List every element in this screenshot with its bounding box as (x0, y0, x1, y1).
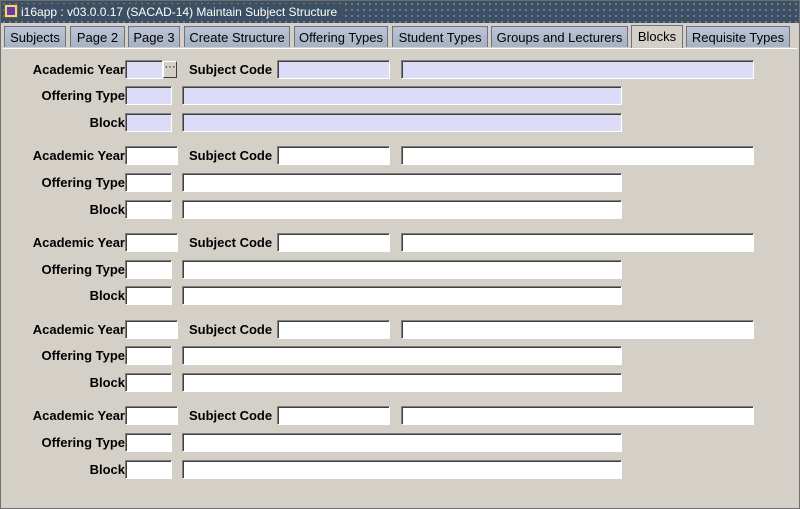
block-label: Block (89, 375, 125, 390)
academic-year-label: Academic Year (32, 408, 125, 423)
subject-name-field[interactable] (401, 146, 754, 165)
block-input[interactable] (125, 286, 172, 305)
subject-code-input[interactable] (277, 406, 390, 425)
title-bar[interactable]: i16app : v03.0.0.17 (SACAD-14) Maintain … (1, 1, 799, 23)
offering-type-label: Offering Type (41, 262, 125, 277)
subject-code-input[interactable] (277, 233, 390, 252)
tab-offering-types[interactable]: Offering Types (294, 26, 388, 47)
subject-name-field[interactable] (401, 406, 754, 425)
academic-year-input[interactable] (125, 320, 178, 339)
subject-code-input[interactable] (277, 320, 390, 339)
academic-year-lov-button[interactable]: ··· (163, 61, 177, 78)
subject-code-label: Subject Code (189, 148, 273, 163)
subject-code-label: Subject Code (189, 62, 273, 77)
academic-year-label: Academic Year (32, 62, 125, 77)
offering-type-input[interactable] (125, 86, 172, 105)
block-input[interactable] (125, 200, 172, 219)
tab-bar: Subjects Page 2 Page 3 Create Structure … (1, 25, 799, 48)
academic-year-input[interactable] (125, 146, 178, 165)
block-label: Block (89, 288, 125, 303)
window-title: i16app : v03.0.0.17 (SACAD-14) Maintain … (21, 4, 346, 20)
block-input[interactable] (125, 113, 172, 132)
block-description-field[interactable] (182, 200, 622, 219)
offering-type-label: Offering Type (41, 435, 125, 450)
block-input[interactable] (125, 460, 172, 479)
offering-type-input[interactable] (125, 173, 172, 192)
academic-year-label: Academic Year (32, 322, 125, 337)
blocks-form: Academic Year ··· Subject Code Offering … (3, 48, 797, 507)
tab-subjects[interactable]: Subjects (4, 26, 66, 47)
offering-type-description-field[interactable] (182, 433, 622, 452)
subject-code-label: Subject Code (189, 408, 273, 423)
tab-page-2[interactable]: Page 2 (70, 26, 125, 47)
subject-code-label: Subject Code (189, 322, 273, 337)
academic-year-input[interactable] (125, 60, 163, 79)
offering-type-label: Offering Type (41, 175, 125, 190)
offering-type-description-field[interactable] (182, 173, 622, 192)
subject-name-field[interactable] (401, 233, 754, 252)
subject-code-input[interactable] (277, 60, 390, 79)
block-label: Block (89, 202, 125, 217)
tab-create-structure[interactable]: Create Structure (184, 26, 290, 47)
block-description-field[interactable] (182, 460, 622, 479)
block-input[interactable] (125, 373, 172, 392)
offering-type-label: Offering Type (41, 88, 125, 103)
academic-year-label: Academic Year (32, 235, 125, 250)
academic-year-input[interactable] (125, 233, 178, 252)
block-description-field[interactable] (182, 113, 622, 132)
offering-type-label: Offering Type (41, 348, 125, 363)
offering-type-description-field[interactable] (182, 346, 622, 365)
academic-year-input[interactable] (125, 406, 178, 425)
subject-code-input[interactable] (277, 146, 390, 165)
tab-blocks[interactable]: Blocks (631, 25, 683, 48)
tab-student-types[interactable]: Student Types (392, 26, 488, 47)
block-label: Block (89, 462, 125, 477)
academic-year-label: Academic Year (32, 148, 125, 163)
tab-groups-and-lecturers[interactable]: Groups and Lecturers (491, 26, 628, 47)
subject-code-label: Subject Code (189, 235, 273, 250)
offering-type-description-field[interactable] (182, 86, 622, 105)
offering-type-input[interactable] (125, 433, 172, 452)
tab-requisite-types[interactable]: Requisite Types (686, 26, 790, 47)
offering-type-description-field[interactable] (182, 260, 622, 279)
tab-page-3[interactable]: Page 3 (128, 26, 180, 47)
block-description-field[interactable] (182, 286, 622, 305)
offering-type-input[interactable] (125, 260, 172, 279)
block-description-field[interactable] (182, 373, 622, 392)
subject-name-field[interactable] (401, 320, 754, 339)
block-label: Block (89, 115, 125, 130)
app-icon (4, 4, 18, 18)
subject-name-field[interactable] (401, 60, 754, 79)
offering-type-input[interactable] (125, 346, 172, 365)
